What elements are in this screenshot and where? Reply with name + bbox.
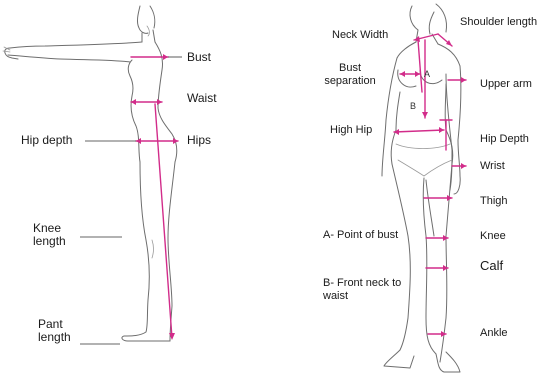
label-bust-separation: Bust separation [319, 62, 381, 88]
label-high-hip: High Hip [330, 124, 372, 137]
label-waist: Waist [187, 92, 217, 105]
label-neck-width: Neck Width [332, 29, 388, 42]
label-shoulder-length: Shoulder length [460, 16, 537, 29]
label-hip-depth: Hip depth [21, 134, 72, 147]
left-measures [80, 54, 182, 344]
label-pant-length: Pant length [38, 318, 86, 344]
label-hip-depth-right: Hip Depth [480, 133, 529, 146]
label-ankle: Ankle [480, 327, 508, 340]
label-knee: Knee [480, 230, 506, 243]
marker-b: B [410, 101, 416, 111]
label-front-neck-to-waist: B- Front neck to waist [323, 277, 403, 303]
label-wrist: Wrist [480, 160, 505, 173]
marker-a: A [424, 69, 430, 79]
right-measures: A B [394, 34, 466, 337]
label-point-of-bust: A- Point of bust [323, 229, 403, 242]
left-figure [3, 6, 177, 341]
label-hips: Hips [187, 134, 211, 147]
label-knee-length: Knee length [33, 222, 81, 248]
label-thigh: Thigh [480, 195, 508, 208]
right-figure [382, 4, 461, 372]
label-bust: Bust [187, 51, 211, 64]
label-calf: Calf [480, 259, 503, 272]
label-upper-arm: Upper arm [480, 78, 532, 91]
